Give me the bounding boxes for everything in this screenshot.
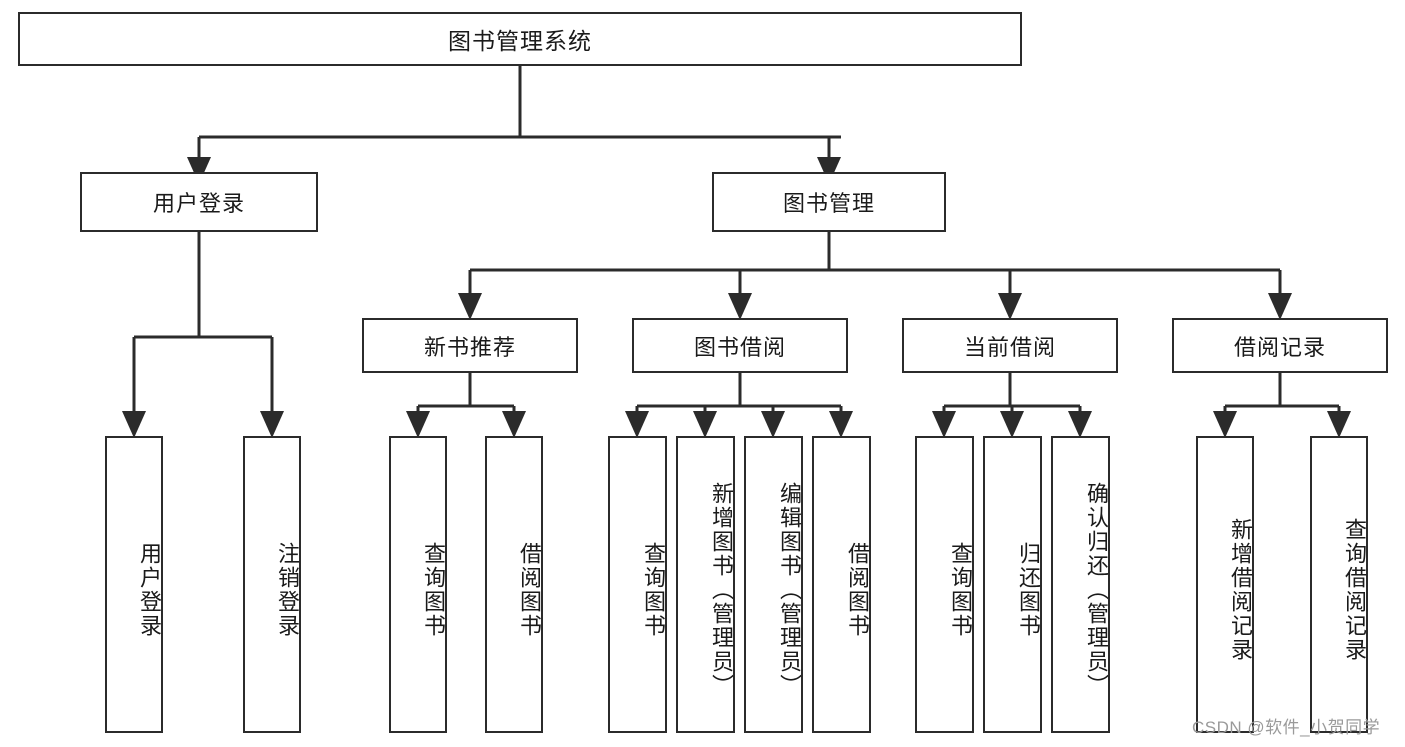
node-borrow-record[interactable]: 借阅记录 [1172,318,1388,373]
leaf-label: 注销登录 [275,541,300,638]
node-leaf-add-record[interactable]: 新增借阅记录 [1196,436,1254,733]
node-leaf-confirm-return[interactable]: 确认归还（管理员） [1051,436,1110,733]
leaf-label: 查询借阅记录 [1342,517,1367,662]
node-leaf-borrow-book-2[interactable]: 借阅图书 [812,436,871,733]
node-leaf-query-book-1[interactable]: 查询图书 [389,436,447,733]
node-root-system[interactable]: 图书管理系统 [18,12,1022,66]
leaf-label: 用户登录 [137,541,162,638]
leaf-label: 借阅图书 [845,541,870,638]
node-book-borrow[interactable]: 图书借阅 [632,318,848,373]
leaf-label: 新增图书（管理员） [709,481,734,698]
node-leaf-query-book-2[interactable]: 查询图书 [608,436,667,733]
node-leaf-query-record[interactable]: 查询借阅记录 [1310,436,1368,733]
node-new-book-rec[interactable]: 新书推荐 [362,318,578,373]
node-leaf-user-logout[interactable]: 注销登录 [243,436,301,733]
leaf-label: 确认归还（管理员） [1084,481,1109,698]
node-leaf-add-book[interactable]: 新增图书（管理员） [676,436,735,733]
node-leaf-edit-book[interactable]: 编辑图书（管理员） [744,436,803,733]
csdn-watermark: CSDN @软件_小贺同学 [1192,718,1381,737]
leaf-label: 归还图书 [1016,541,1041,638]
node-current-borrow[interactable]: 当前借阅 [902,318,1118,373]
leaf-label: 查询图书 [948,541,973,638]
leaf-label: 查询图书 [641,541,666,638]
node-leaf-user-login[interactable]: 用户登录 [105,436,163,733]
node-user-login[interactable]: 用户登录 [80,172,318,232]
leaf-label: 借阅图书 [517,541,542,638]
node-leaf-query-book-3[interactable]: 查询图书 [915,436,974,733]
node-leaf-borrow-book-1[interactable]: 借阅图书 [485,436,543,733]
node-book-manage[interactable]: 图书管理 [712,172,946,232]
leaf-label: 新增借阅记录 [1228,517,1253,662]
leaf-label: 编辑图书（管理员） [777,481,802,698]
node-leaf-return-book[interactable]: 归还图书 [983,436,1042,733]
leaf-label: 查询图书 [421,541,446,638]
